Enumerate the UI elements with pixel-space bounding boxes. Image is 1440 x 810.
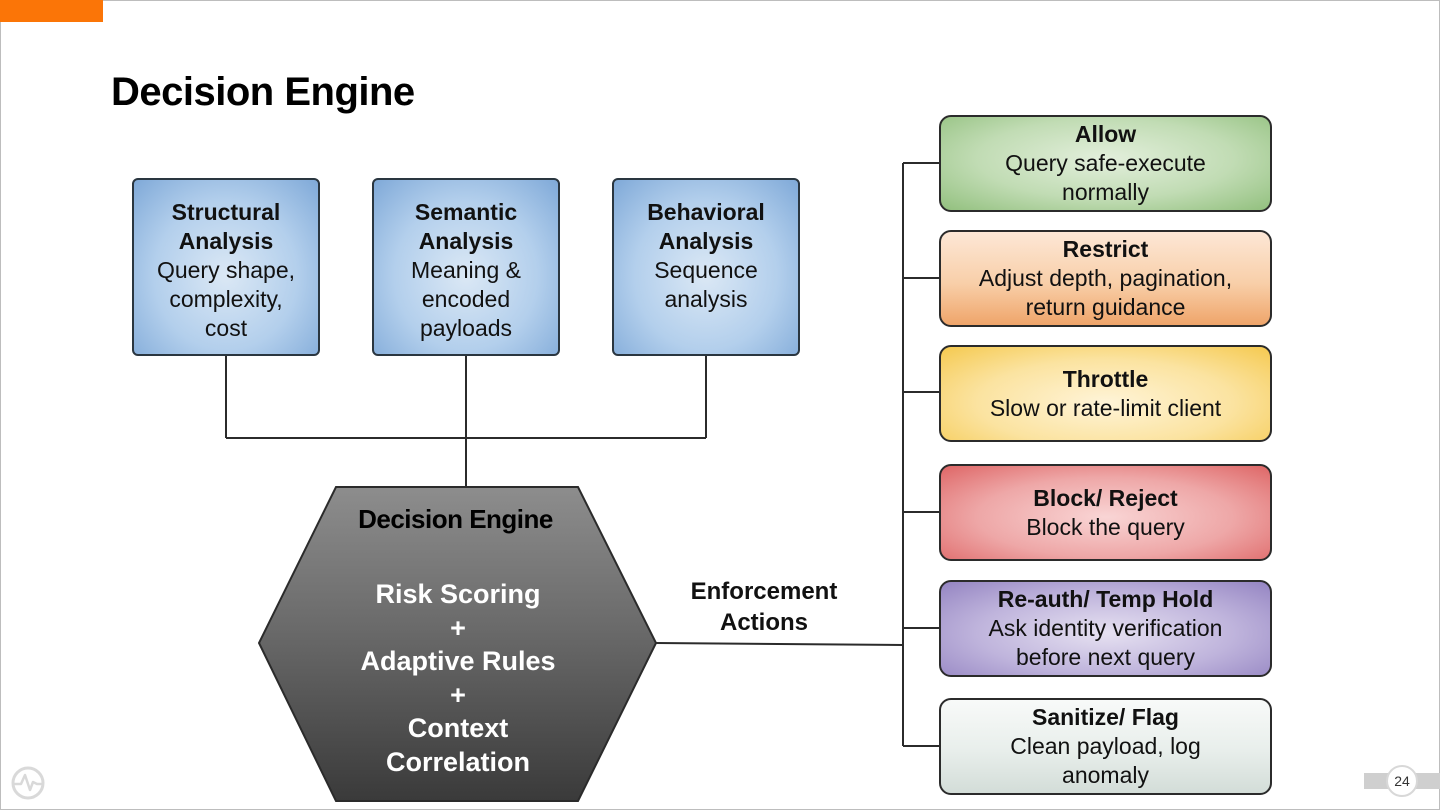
action-reauth-box: Re-auth/ Temp Hold Ask identity verifica… <box>939 580 1272 677</box>
box-heading: Behavioral <box>647 199 765 225</box>
decision-engine-content: Decision Engine Risk Scoring + Adaptive … <box>258 486 658 802</box>
box-desc: payloads <box>419 315 513 341</box>
action-desc: Adjust depth, pagination, <box>978 265 1233 291</box>
engine-line-risk-scoring: Risk Scoring <box>375 579 541 609</box>
decision-engine-hexagon <box>258 486 658 802</box>
action-desc: Slow or rate-limit client <box>989 394 1222 421</box>
action-restrict-box: Restrict Adjust depth, pagination, retur… <box>939 230 1272 327</box>
action-desc: normally <box>1062 179 1149 205</box>
box-heading: Analysis <box>658 228 754 254</box>
action-allow-box: Allow Query safe-execute normally <box>939 115 1272 212</box>
pulse-circle-logo-icon <box>11 766 45 800</box>
action-throttle-box: Throttle Slow or rate-limit client <box>939 345 1272 442</box>
action-desc: return guidance <box>1025 294 1186 320</box>
box-desc: Sequence <box>654 257 758 283</box>
action-desc: Ask identity verification <box>988 615 1223 641</box>
page-number: 24 <box>1386 765 1418 797</box>
engine-plus: + <box>450 679 466 710</box>
box-desc: cost <box>204 315 248 341</box>
engine-line-adaptive-rules: Adaptive Rules <box>360 646 556 676</box>
semantic-analysis-box: Semantic Analysis Meaning & encoded payl… <box>372 178 560 356</box>
action-heading: Throttle <box>1062 365 1149 392</box>
box-desc: Query shape, <box>156 257 296 283</box>
box-heading: Analysis <box>178 228 274 254</box>
slide-title: Decision Engine <box>111 70 415 114</box>
enforcement-actions-label: Enforcement Actions <box>664 576 864 638</box>
action-heading: Sanitize/ Flag <box>1032 704 1179 730</box>
engine-line-context: Context <box>407 713 509 743</box>
behavioral-analysis-box: Behavioral Analysis Sequence analysis <box>612 178 800 356</box>
box-desc: analysis <box>664 286 748 312</box>
action-block-reject-box: Block/ Reject Block the query <box>939 464 1272 561</box>
box-desc: encoded <box>421 286 511 312</box>
action-heading: Allow <box>1074 121 1137 147</box>
action-sanitize-box: Sanitize/ Flag Clean payload, log anomal… <box>939 698 1272 795</box>
engine-plus: + <box>450 612 466 643</box>
box-heading: Analysis <box>418 228 514 254</box>
connector-engine-to-actions <box>655 642 904 646</box>
box-heading: Semantic <box>414 199 518 225</box>
structural-analysis-box: Structural Analysis Query shape, complex… <box>132 178 320 356</box>
engine-line-correlation: Correlation <box>385 746 531 777</box>
action-desc: Clean payload, log <box>1010 733 1201 759</box>
action-desc: Block the query <box>1026 513 1185 540</box>
action-desc: before next query <box>1015 644 1195 670</box>
engine-title: Decision Engine <box>358 504 553 534</box>
label-line: Enforcement <box>690 578 838 605</box>
label-line: Actions <box>719 609 808 636</box>
action-heading: Restrict <box>1062 236 1149 262</box>
action-heading: Re-auth/ Temp Hold <box>997 586 1214 612</box>
action-desc: anomaly <box>1062 762 1149 788</box>
box-desc: complexity, <box>169 286 283 312</box>
box-heading: Structural <box>171 199 281 225</box>
accent-bar <box>0 0 103 22</box>
box-desc: Meaning & <box>411 257 521 283</box>
action-desc: Query safe-execute <box>1005 150 1206 176</box>
action-heading: Block/ Reject <box>1033 484 1178 511</box>
